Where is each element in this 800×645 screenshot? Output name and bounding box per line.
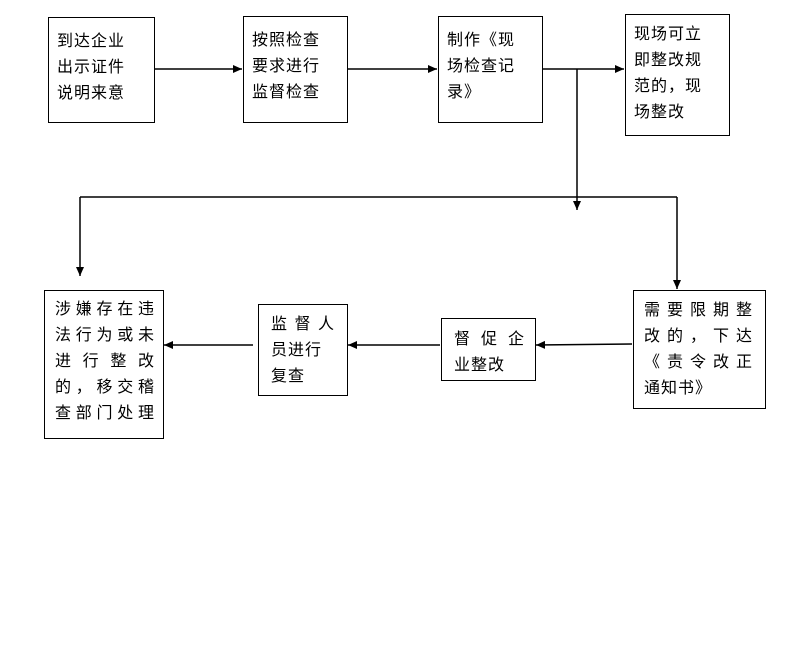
step-deadline-line: 需要限期整 bbox=[644, 300, 753, 319]
step-review-line: 复查 bbox=[271, 366, 306, 385]
step-review-box: 监督人 员进行 复查 bbox=[258, 304, 348, 396]
step-review-line: 员进行 bbox=[271, 340, 323, 359]
step-deadline-line: 《责令改正 bbox=[644, 352, 753, 371]
step-deadline-line: 通知书》 bbox=[644, 378, 713, 397]
step-arrive-box: 到达企业 出示证件 说明来意 bbox=[48, 17, 155, 123]
step-urge-box: 督促企 业整改 bbox=[441, 318, 536, 381]
step-violation-line: 涉嫌存在违 bbox=[55, 299, 155, 318]
step-record-line: 场检查记 bbox=[447, 56, 516, 75]
step-record-box: 制作《现 场检查记 录》 bbox=[438, 16, 543, 123]
step-arrive-line: 说明来意 bbox=[57, 83, 126, 102]
arrow-deadline-to-urge bbox=[535, 340, 633, 349]
step-immediate-line: 场整改 bbox=[634, 102, 686, 121]
step-immediate-line: 即整改规 bbox=[634, 50, 703, 69]
step-violation-line: 的，移交稽 bbox=[55, 377, 155, 396]
step-violation-line: 进行整改 bbox=[55, 351, 155, 370]
step-urge-line: 业整改 bbox=[454, 355, 506, 374]
step-inspect-line: 监督检查 bbox=[252, 82, 321, 101]
step-review-line: 监督人 bbox=[271, 314, 335, 333]
step-record-line: 录》 bbox=[447, 82, 482, 101]
step-inspect-box: 按照检查 要求进行 监督检查 bbox=[243, 16, 348, 123]
step-record-line: 制作《现 bbox=[447, 30, 516, 49]
step-inspect-line: 按照检查 bbox=[252, 30, 321, 49]
step-immediate-line: 现场可立 bbox=[634, 24, 703, 43]
step-urge-line: 督促企 bbox=[454, 329, 525, 348]
step-immediate-box: 现场可立 即整改规 范的，现 场整改 bbox=[625, 14, 730, 136]
step-violation-box: 涉嫌存在违 法行为或未 进行整改 的，移交稽 查部门处理 bbox=[44, 290, 164, 439]
step-violation-line: 查部门处理 bbox=[55, 403, 155, 422]
step-deadline-line: 改的，下达 bbox=[644, 326, 753, 345]
step-immediate-line: 范的，现 bbox=[634, 76, 703, 95]
step-arrive-line: 出示证件 bbox=[57, 57, 126, 76]
step-violation-line: 法行为或未 bbox=[55, 325, 155, 344]
step-inspect-line: 要求进行 bbox=[252, 56, 321, 75]
step-deadline-box: 需要限期整 改的，下达 《责令改正 通知书》 bbox=[633, 290, 766, 409]
step-arrive-line: 到达企业 bbox=[57, 31, 126, 50]
